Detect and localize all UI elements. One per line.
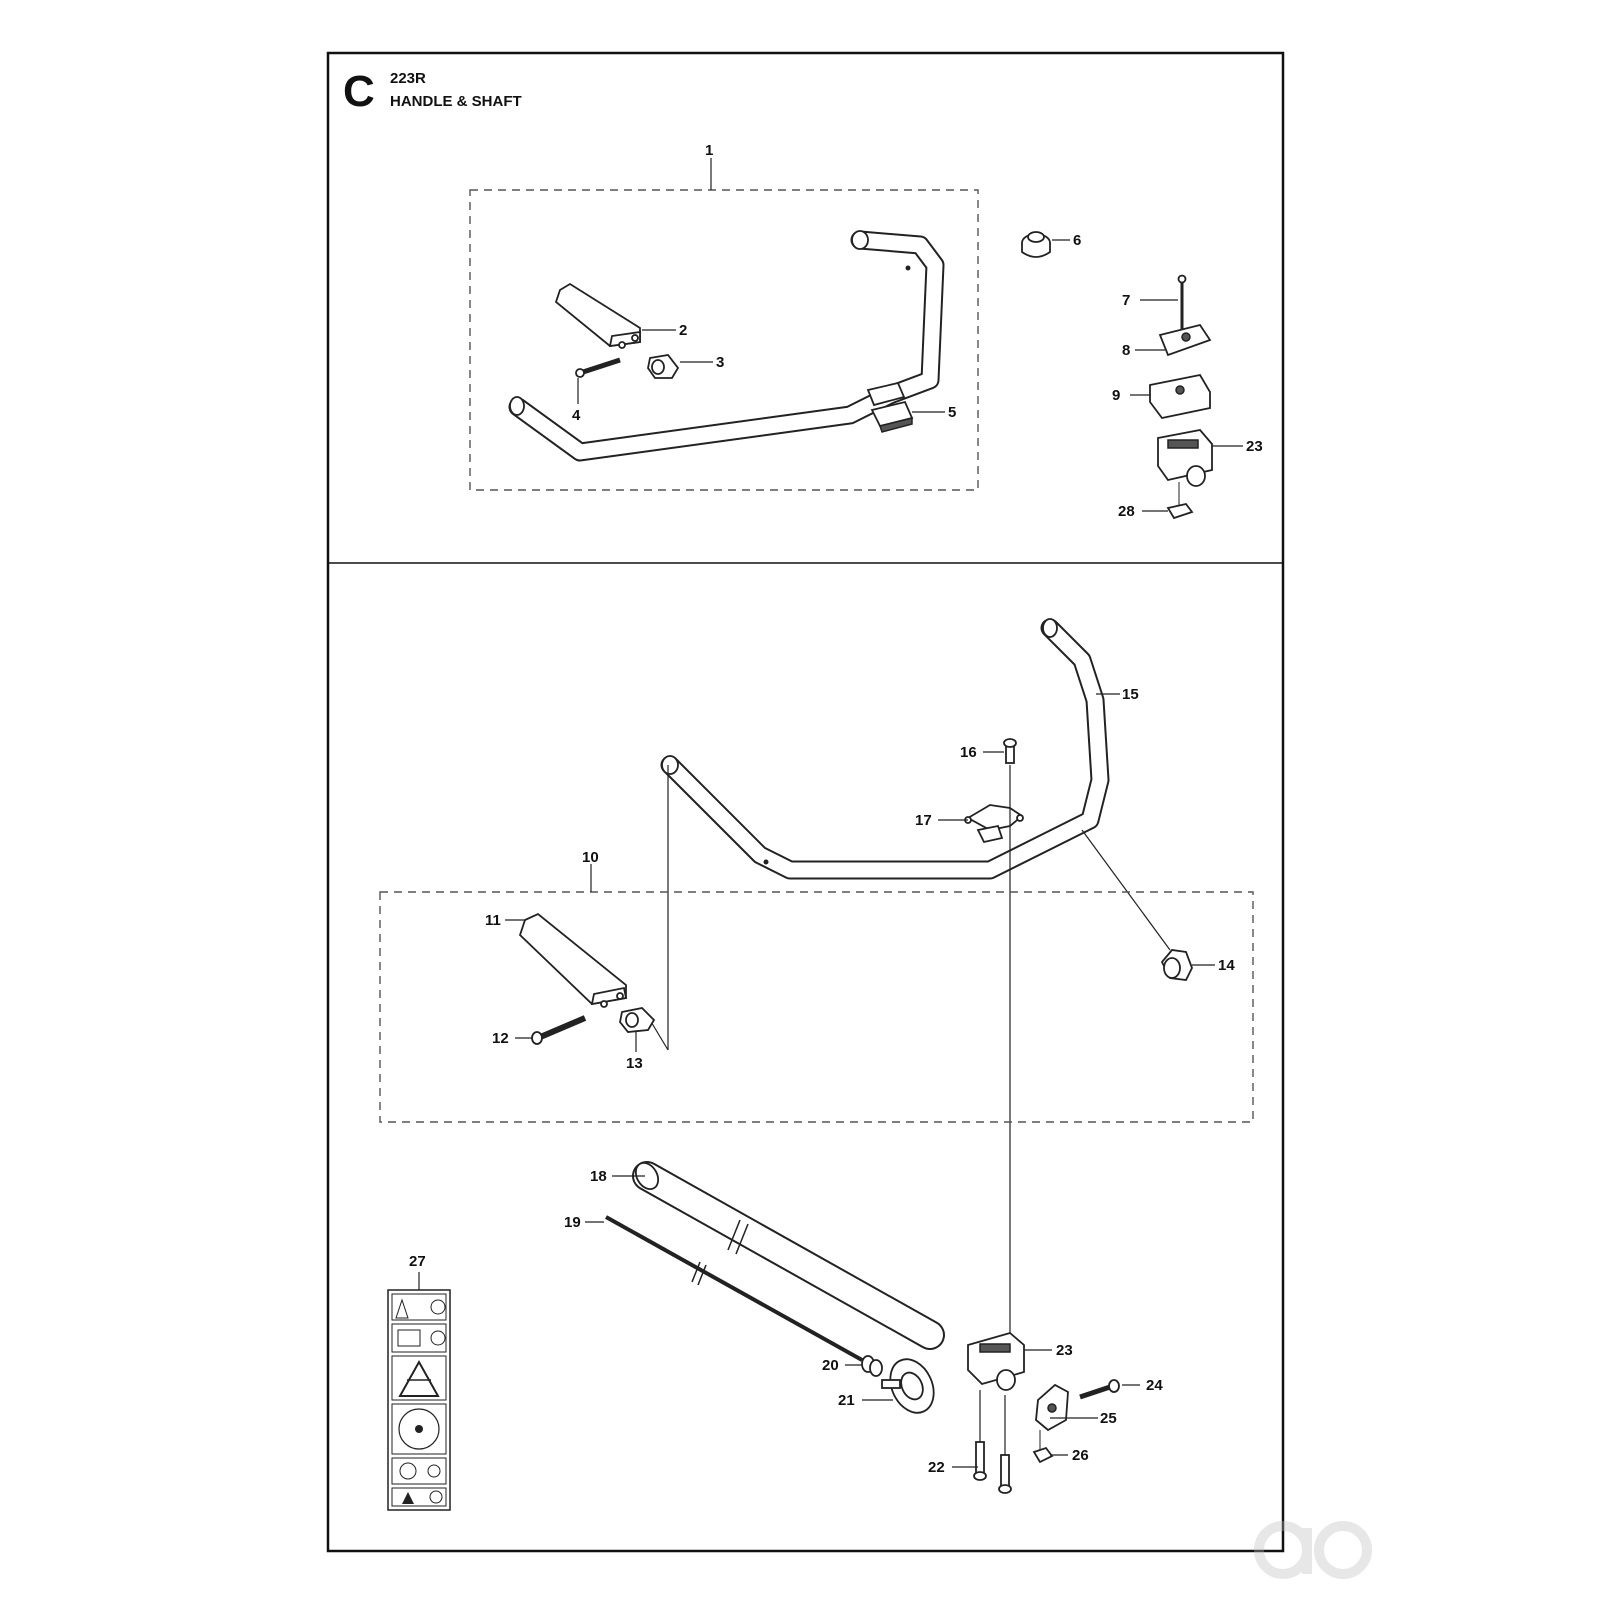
part-number-5: 5 [948,404,956,421]
part-number-13: 13 [626,1055,643,1072]
bolt-16 [1003,738,1017,764]
part-number-24: 24 [1146,1377,1163,1394]
nut-28 [1166,482,1194,520]
part-number-6: 6 [1073,232,1081,249]
flange-21 [881,1358,935,1414]
part-number-4: 4 [572,407,581,424]
part-number-14: 14 [1218,957,1235,974]
part-number-18: 18 [590,1168,607,1185]
part-number-12: 12 [492,1030,509,1047]
handle-bar-top [508,230,945,462]
bolt-7 [1177,274,1187,330]
grip-guard-bottom [518,912,628,1008]
handle-bar-bottom [660,618,1110,880]
part-number-21: 21 [838,1392,855,1409]
bracket-25 [1035,1383,1069,1432]
part-number-22: 22 [928,1459,945,1476]
knob-14 [1160,949,1193,981]
watermark-logo [1254,1521,1372,1579]
section-title: HANDLE & SHAFT [390,93,522,110]
part-number-9: 9 [1112,387,1120,404]
warning-label-sheet [387,1272,451,1511]
part-number-8: 8 [1122,342,1130,359]
part-number-23b: 23 [1056,1342,1073,1359]
knob-6 [1021,231,1051,258]
shaft-tube [632,1161,945,1350]
model-number: 223R [390,70,426,87]
part-number-26: 26 [1072,1447,1089,1464]
kit-box-10 [379,891,1254,1123]
diagram-frame [326,51,1285,1553]
bolts-22 [973,1390,1012,1494]
part-number-11: 11 [485,912,501,929]
bracket-17 [964,804,1024,844]
part-number-25: 25 [1100,1410,1117,1427]
shaft-clamp-top [1157,429,1213,487]
part-number-27: 27 [409,1253,426,1270]
shaft-clamp-bottom [967,1332,1025,1391]
drive-shaft [605,1215,863,1362]
part-number-19: 19 [564,1214,581,1231]
bolt-24 [1079,1379,1120,1400]
screw-top [575,357,621,378]
part-number-3: 3 [716,354,724,371]
kit-box-1 [469,189,979,491]
part-number-17: 17 [915,812,932,829]
part-number-7: 7 [1122,292,1130,309]
part-number-10: 10 [582,849,599,866]
handle-bracket-top [866,381,914,433]
screw-12 [531,1015,587,1045]
bushing-20 [861,1355,883,1377]
part-number-23a: 23 [1246,438,1263,455]
clamp-top [647,354,680,379]
clamp-block-9 [1149,373,1211,419]
part-number-20: 20 [822,1357,839,1374]
part-number-1: 1 [705,142,713,159]
part-number-2: 2 [679,322,687,339]
grip-guard-top [554,282,641,349]
section-letter: C [343,67,375,116]
clamp-plate-8 [1158,323,1212,357]
part-number-16: 16 [960,744,977,761]
part-number-28: 28 [1118,503,1135,520]
clamp-13 [619,1007,656,1033]
nut-26 [1032,1430,1054,1464]
part-number-15: 15 [1122,686,1139,703]
